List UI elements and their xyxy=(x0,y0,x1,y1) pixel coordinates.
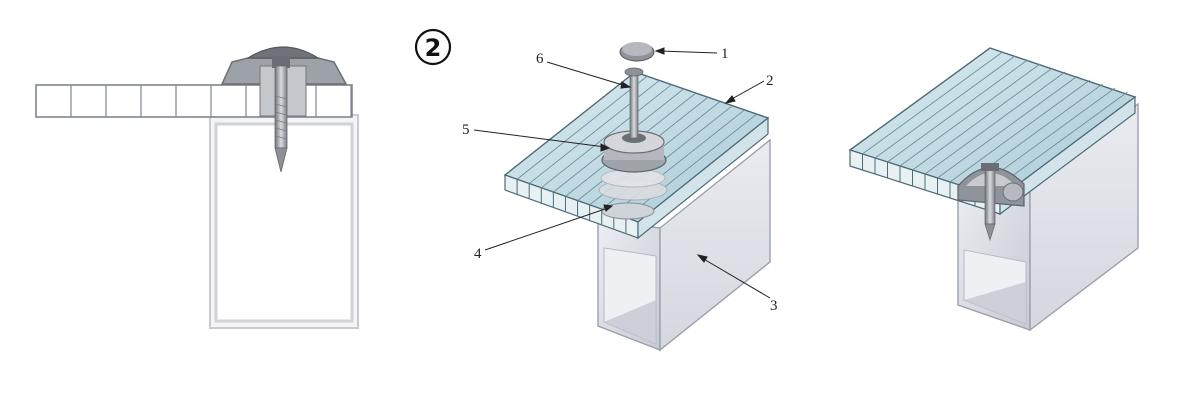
sheet-rib xyxy=(924,71,1066,175)
sheet-rib xyxy=(912,67,1053,171)
screw xyxy=(624,67,644,139)
cross-section-view xyxy=(35,46,359,329)
callout-3: 3 xyxy=(770,298,778,314)
profile-box xyxy=(597,138,771,352)
sheet-rib xyxy=(540,84,672,189)
callout-4: 4 xyxy=(474,246,482,262)
step-badge xyxy=(414,28,452,66)
thermo-washer xyxy=(601,130,667,173)
sheet-rib xyxy=(625,114,757,219)
sheet-rib xyxy=(862,51,1003,155)
washer-cap xyxy=(619,42,655,62)
callout-1: 1 xyxy=(721,46,729,62)
sheet-rib xyxy=(887,59,1028,163)
sheet-rib xyxy=(516,75,648,180)
sheet-rib xyxy=(899,63,1041,167)
screw-section xyxy=(272,56,290,173)
sheet-rib xyxy=(937,75,1078,179)
callout-2: 2 xyxy=(766,73,774,89)
sheet-rib xyxy=(949,79,1091,183)
polycarbonate-sheet-assembled xyxy=(848,47,1137,216)
callout-6: 6 xyxy=(536,51,544,67)
sheet-rib xyxy=(874,55,1016,159)
callout-leaders xyxy=(473,47,771,299)
thermo-washer-installed xyxy=(957,163,1025,242)
callout-5: 5 xyxy=(462,122,470,138)
exploded-view: 2 xyxy=(414,28,778,352)
assembled-view xyxy=(848,47,1139,332)
step-number: 2 xyxy=(425,34,442,62)
